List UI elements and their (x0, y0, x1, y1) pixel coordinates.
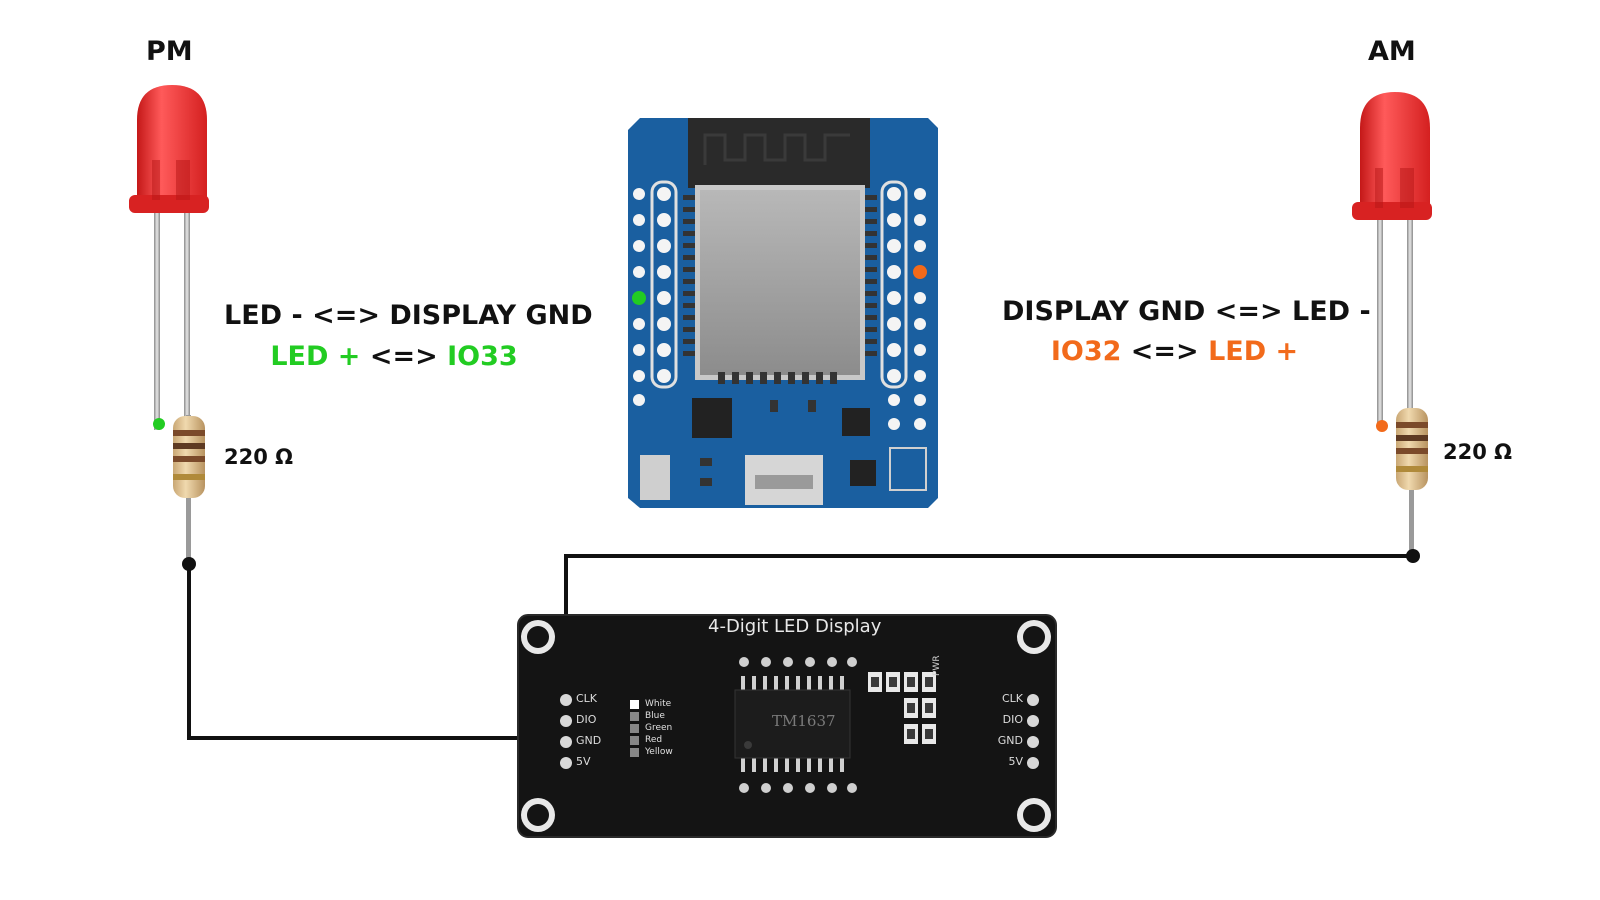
pwr-label: PWR (932, 655, 942, 676)
resistor-right-label: 220 Ω (1443, 440, 1512, 464)
led-pm-rim (129, 195, 209, 213)
right-arrow: <=> (1121, 336, 1209, 367)
display-pin-left-dio: DIO (576, 713, 597, 726)
legend-blue: Blue (645, 711, 665, 721)
led-am-lens (1360, 92, 1430, 208)
led-pm-cathode-leg (154, 205, 160, 430)
cathode-dot-green (153, 418, 165, 430)
left-connection-line1: LED - <=> DISPLAY GND (224, 300, 593, 331)
tm1637-display-module (517, 614, 1057, 838)
led-pm (129, 85, 209, 430)
legend-white: White (645, 699, 672, 709)
left-io33: IO33 (447, 341, 518, 372)
wire-left-gnd (187, 564, 566, 740)
legend-red: Red (645, 735, 663, 745)
display-pin-left-5v: 5V (576, 755, 591, 768)
right-connection-line2: IO32 <=> LED + (1002, 336, 1347, 367)
led-am-title: AM (1368, 36, 1416, 67)
junction-left (182, 557, 196, 571)
display-pin-right-dio: DIO (1002, 713, 1023, 726)
display-title: 4-Digit LED Display (708, 616, 882, 637)
esp32-usb-chip (692, 398, 732, 438)
left-led-plus: LED + (270, 341, 361, 372)
resistor-right (1396, 408, 1428, 557)
led-pm-title: PM (146, 36, 193, 67)
display-pin-right-clk: CLK (1001, 692, 1023, 705)
resistor-left (173, 415, 205, 565)
cathode-dot-orange (1376, 420, 1388, 432)
right-connection-line1: DISPLAY GND <=> LED - (1002, 296, 1371, 327)
led-am-anode-leg (1407, 212, 1413, 427)
led-am (1352, 92, 1432, 427)
right-led-plus: LED + (1208, 336, 1299, 367)
led-pm-lens (137, 85, 207, 200)
display-pin-right-gnd: GND (997, 734, 1023, 747)
junction-right (1406, 549, 1420, 563)
tm1637-chip (734, 689, 851, 759)
pin-io32-marker (913, 265, 927, 279)
left-arrow: <=> (360, 341, 448, 372)
pin-io33-marker (632, 291, 646, 305)
legend-green: Green (645, 723, 673, 733)
reset-button (640, 455, 670, 500)
led-am-rim (1352, 202, 1432, 220)
led-am-cathode-leg (1377, 212, 1383, 427)
led-pm-anode-leg (184, 205, 190, 425)
resistor-left-label: 220 Ω (224, 445, 293, 469)
esp32-antenna (688, 118, 870, 188)
left-connection-line2: LED + <=> IO33 (224, 341, 564, 372)
esp32-board (628, 118, 938, 508)
display-pin-left-clk: CLK (576, 692, 598, 705)
legend-yellow: Yellow (645, 747, 673, 757)
display-pin-right-5v: 5V (1008, 755, 1023, 768)
right-io32: IO32 (1050, 336, 1122, 367)
display-pin-left-gnd: GND (576, 734, 602, 747)
chip-label: TM1637 (772, 712, 836, 730)
